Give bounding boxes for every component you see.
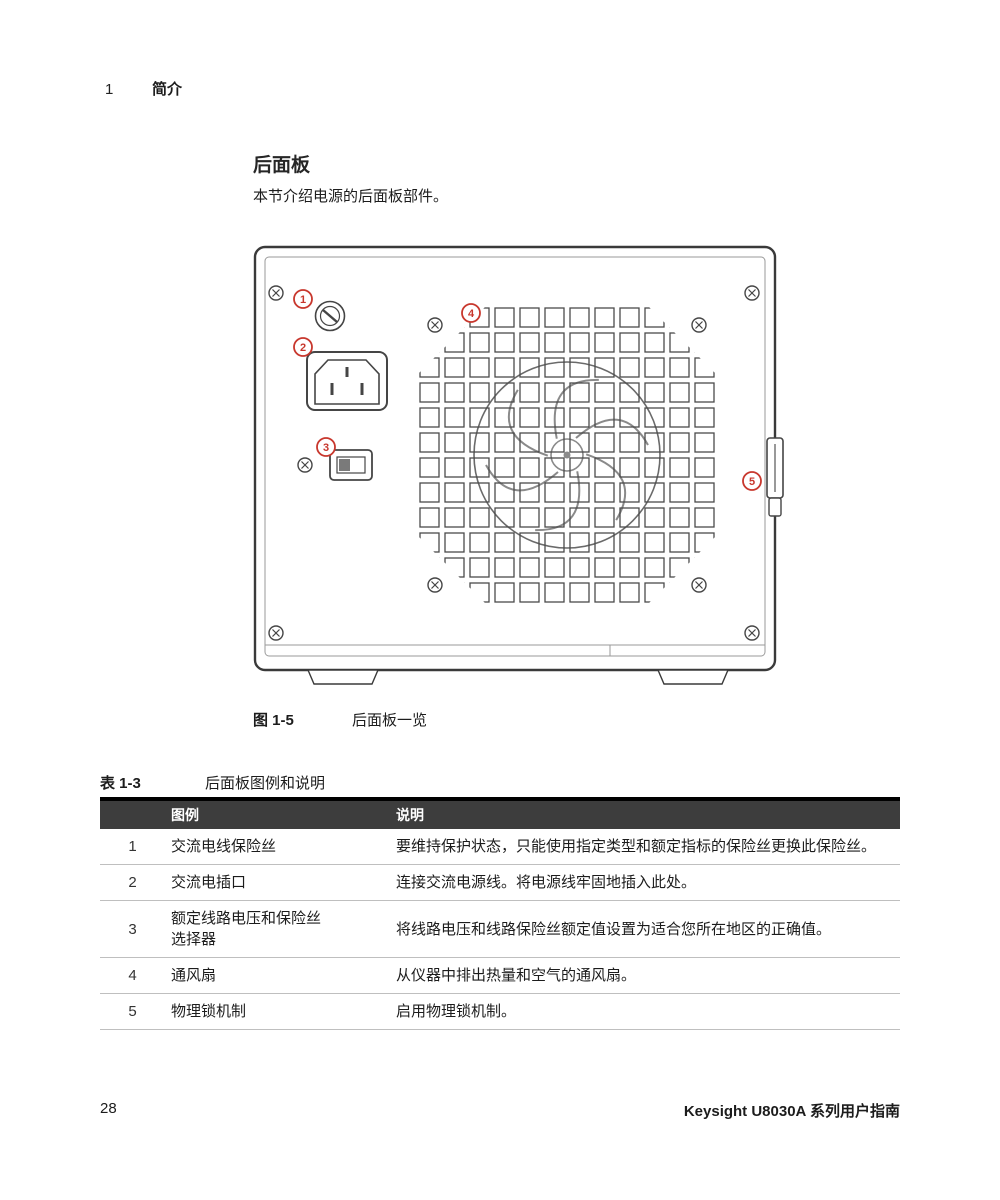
table-caption: 表 1-3 后面板图例和说明 [100, 772, 325, 793]
table-row: 1 交流电线保险丝 要维持保护状态，只能使用指定类型和额定指标的保险丝更换此保险… [100, 829, 900, 865]
fan-grille-drawing [417, 305, 717, 605]
right-foot [656, 669, 730, 685]
callout-3-badge: 3 [316, 437, 336, 457]
callout-1-number: 1 [300, 294, 306, 306]
legend-cell: 交流电插口 [165, 864, 390, 901]
table-header-row: 图例 说明 [100, 799, 900, 829]
legend-cell: 交流电线保险丝 [165, 829, 390, 865]
doc-title: Keysight U8030A 系列用户指南 [683, 1103, 900, 1120]
table-caption-text: 后面板图例和说明 [205, 775, 326, 792]
section-intro: 本节介绍电源的后面板部件。 [253, 188, 449, 205]
legend-cell: 通风扇 [165, 957, 390, 994]
description-cell: 将线路电压和线路保险丝额定值设置为适合您所在地区的正确值。 [390, 900, 900, 958]
description-cell: 从仪器中排出热量和空气的通风扇。 [390, 957, 900, 994]
figure-caption-text: 后面板一览 [352, 712, 428, 729]
page-number: 28 [100, 1100, 117, 1117]
callout-4-badge: 4 [461, 303, 481, 323]
description-cell: 要维持保护状态，只能使用指定类型和额定指标的保险丝更换此保险丝。 [390, 829, 900, 865]
chapter-number: 1 [105, 81, 114, 98]
callout-2-number: 2 [300, 342, 306, 354]
callout-5-badge: 5 [742, 471, 762, 491]
voltage-selector-drawing [329, 449, 373, 481]
legend-cell: 物理锁机制 [165, 993, 390, 1030]
figure-caption: 图 1-5 后面板一览 [253, 709, 427, 730]
rear-panel-figure: 1 2 3 4 5 [250, 240, 790, 700]
left-foot [306, 669, 380, 685]
table-header-description: 说明 [396, 807, 424, 823]
section-title: 后面板 [253, 155, 311, 176]
lock-mechanism-drawing [766, 437, 784, 517]
row-number: 2 [100, 864, 165, 901]
callout-1-badge: 1 [293, 289, 313, 309]
legend-cell: 额定线路电压和保险丝选择器 [165, 900, 390, 958]
table-row: 4 通风扇 从仪器中排出热量和空气的通风扇。 [100, 957, 900, 994]
selector-screw-icon [297, 457, 313, 473]
legend-table: 图例 说明 1 交流电线保险丝 要维持保护状态，只能使用指定类型和额定指标的保险… [100, 797, 900, 1030]
callout-3-number: 3 [323, 442, 329, 454]
row-number: 3 [100, 900, 165, 958]
fan-drawing [417, 305, 717, 605]
table-label: 表 1-3 [100, 775, 141, 792]
rear-panel-drawing: 1 2 3 4 5 [253, 245, 784, 685]
table-header-num [100, 799, 165, 829]
callout-2-badge: 2 [293, 337, 313, 357]
description-cell: 启用物理锁机制。 [390, 993, 900, 1030]
chapter-title: 简介 [152, 81, 183, 98]
description-cell: 连接交流电源线。将电源线牢固地插入此处。 [390, 864, 900, 901]
table-row: 3 额定线路电压和保险丝选择器 将线路电压和线路保险丝额定值设置为适合您所在地区… [100, 900, 900, 958]
fuse-drawing [314, 300, 346, 332]
chapter-header: 1 简介 [105, 78, 182, 99]
table-header-legend: 图例 [171, 807, 199, 823]
page-footer: 28 Keysight U8030A 系列用户指南 [100, 1100, 900, 1121]
row-number: 5 [100, 993, 165, 1030]
callout-4-number: 4 [468, 308, 475, 320]
row-number: 1 [100, 829, 165, 865]
callout-5-number: 5 [749, 476, 755, 488]
ac-inlet-drawing [306, 351, 388, 411]
row-number: 4 [100, 957, 165, 994]
table-row: 5 物理锁机制 启用物理锁机制。 [100, 993, 900, 1030]
table-row: 2 交流电插口 连接交流电源线。将电源线牢固地插入此处。 [100, 864, 900, 901]
figure-label: 图 1-5 [253, 712, 294, 729]
